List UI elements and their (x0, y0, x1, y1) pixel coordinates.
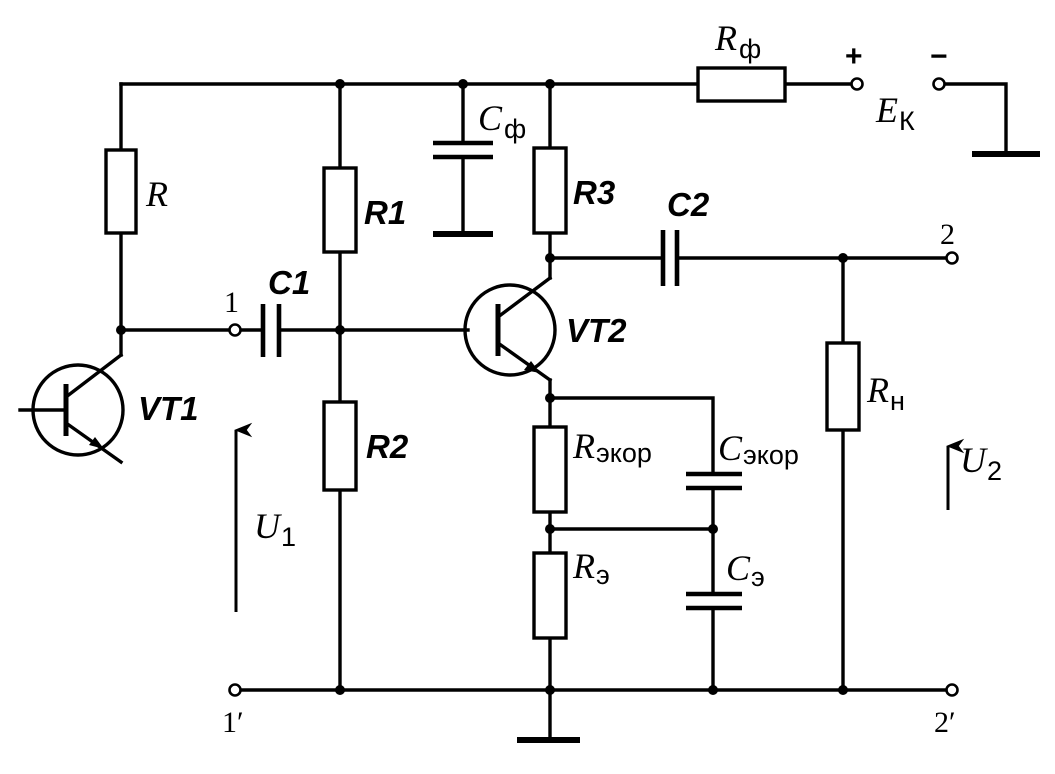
cekor-wire (548, 396, 715, 692)
label-r3: R3 (573, 174, 615, 211)
transistor-vt2 (463, 256, 557, 383)
label-terminal-2: 2 (940, 218, 955, 251)
terminal-supply-minus (932, 77, 946, 91)
label-cekor: Cэкор (718, 428, 799, 470)
resistor-r2 (322, 400, 358, 492)
label-u2: U2 (960, 440, 1002, 486)
label-minus: − (930, 40, 948, 73)
label-rn: Rн (866, 370, 905, 416)
resistor-rf (696, 66, 787, 103)
resistor-rekor (532, 425, 568, 514)
transistor-vt1 (18, 352, 125, 465)
label-r: R (145, 174, 168, 214)
label-c2: C2 (667, 186, 710, 223)
label-r1: R1 (364, 194, 406, 231)
label-vt2: VT2 (566, 312, 627, 349)
label-terminal-1: 1 (224, 286, 239, 319)
label-vt1: VT1 (138, 390, 199, 427)
terminal-1 (228, 323, 242, 337)
capacitor-cf (433, 140, 493, 160)
resistor-rn (825, 341, 861, 432)
resistor-r (104, 148, 138, 235)
terminal-1-prime (228, 683, 242, 697)
capacitor-cekor (686, 471, 742, 491)
supply-return-wire (942, 82, 1008, 154)
resistor-r3 (532, 146, 568, 235)
capacitor-ce (686, 591, 742, 611)
label-c1: C1 (268, 264, 310, 301)
label-rf: Rф (714, 18, 761, 64)
junction-dots (116, 79, 848, 695)
label-plus: + (845, 40, 863, 73)
label-ek: EК (875, 90, 915, 136)
resistor-r1 (322, 166, 358, 254)
label-terminal-1-prime: 1′ (222, 706, 244, 739)
label-cf: Cф (478, 98, 526, 144)
label-re: Rэ (572, 546, 610, 590)
terminal-supply-plus (850, 77, 864, 91)
label-u1: U1 (254, 506, 296, 552)
terminal-2-prime (945, 683, 959, 697)
capacitor-c2 (660, 230, 680, 286)
capacitor-c1 (260, 304, 282, 357)
label-rekor: Rэкор (572, 426, 652, 468)
label-terminal-2-prime: 2′ (934, 706, 956, 739)
label-ce: Cэ (726, 548, 765, 592)
resistor-re (532, 551, 568, 640)
wires (119, 82, 1008, 742)
label-r2: R2 (366, 428, 409, 465)
terminal-2 (945, 251, 959, 265)
